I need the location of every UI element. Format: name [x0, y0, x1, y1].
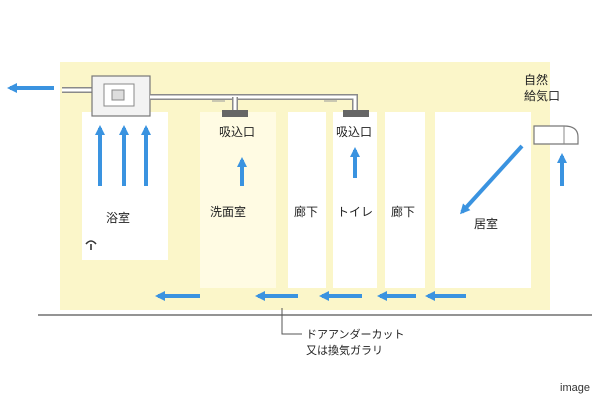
room-label-living: 居室: [474, 216, 498, 231]
room-toilet: [333, 112, 377, 288]
room-label-hallway-1: 廊下: [294, 204, 318, 219]
door-undercut-note-line1: ドアアンダーカット: [306, 327, 405, 341]
intake-grille-left: [222, 110, 248, 117]
intake-grille-right: [343, 110, 369, 117]
room-hallway-1: [288, 112, 326, 288]
natural-inlet-label-line2: 給気口: [524, 88, 560, 103]
airflow-arrows: [7, 83, 567, 301]
room-label-bathroom: 浴室: [106, 210, 130, 225]
room-label-toilet: トイレ: [337, 205, 373, 219]
faucet-icon: [85, 240, 97, 250]
natural-air-inlet-icon: [533, 125, 579, 145]
intake-label-right: 吸込口: [336, 125, 372, 139]
door-undercut-note-line2: 又は換気ガラリ: [306, 343, 383, 357]
room-hallway-2: [385, 112, 425, 288]
room-washroom: [200, 112, 276, 288]
living-diagonal-arrow: [459, 144, 524, 215]
room-living: [435, 112, 531, 288]
natural-inlet-label-line1: 自然: [524, 72, 548, 87]
room-label-hallway-2: 廊下: [391, 204, 415, 219]
note-leader-line: [281, 308, 302, 335]
room-label-washroom: 洗面室: [210, 204, 246, 219]
intake-label-left: 吸込口: [219, 125, 255, 139]
image-caption: image: [560, 382, 590, 394]
